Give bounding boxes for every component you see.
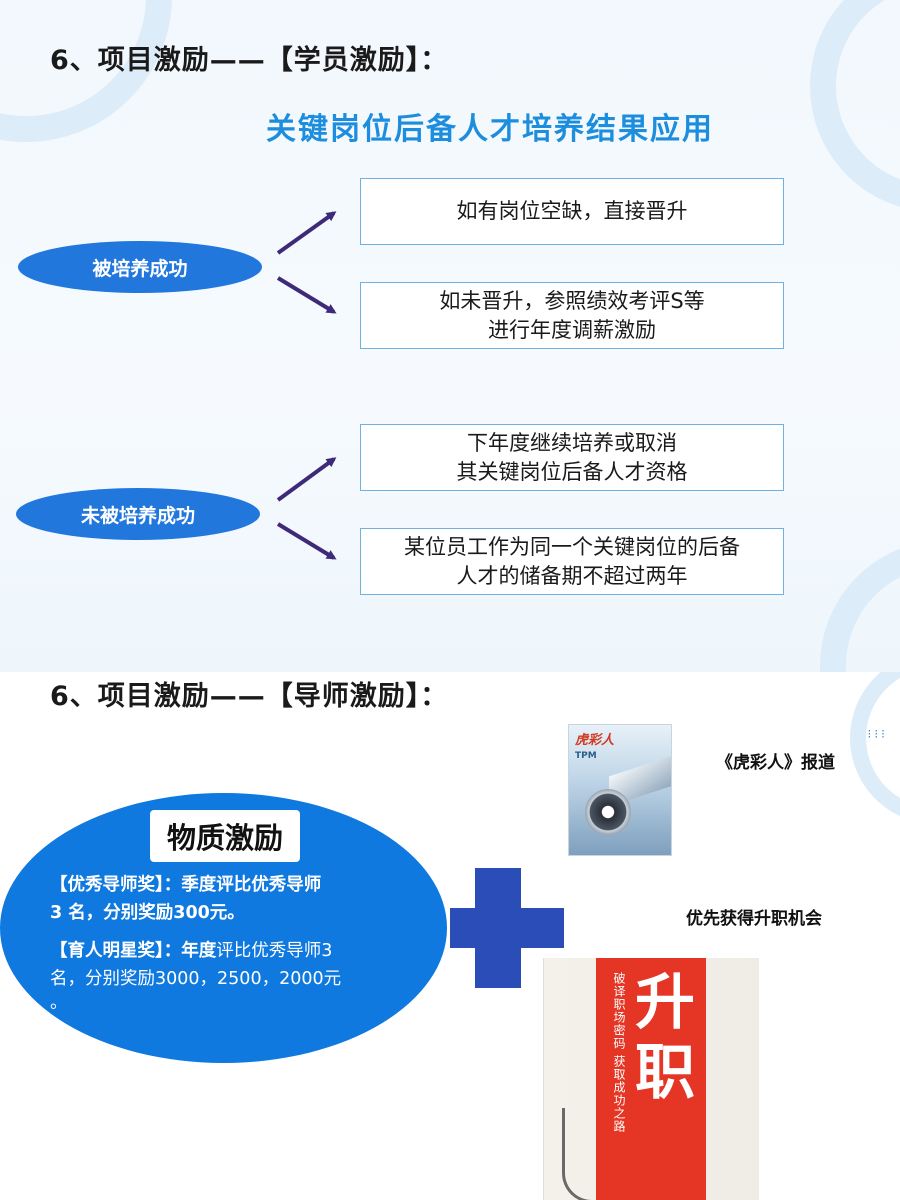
outcome-text: 人才的储备期不超过两年	[456, 563, 688, 588]
arrow-down	[276, 522, 337, 560]
award-excellent-mentor: 【优秀导师奖】：季度评比优秀导师	[50, 872, 321, 898]
outcome-box: 如未晋升，参照绩效考评S等 进行年度调薪激励	[360, 282, 784, 349]
outcome-text: 下年度继续培养或取消	[467, 430, 677, 455]
award-star-mentor-detail: 名，分别奖励3000，2500，2000元	[50, 966, 341, 992]
outcome-box: 下年度继续培养或取消 其关键岗位后备人才资格	[360, 424, 784, 491]
slide-trainee-incentive: 6、项目激励——【学员激励】： 关键岗位后备人才培养结果应用 被培养成功 未被培…	[0, 0, 900, 672]
success-oval: 被培养成功	[18, 241, 262, 293]
outcome-box: 如有岗位空缺，直接晋升	[360, 178, 784, 245]
arrow-up	[276, 211, 337, 255]
book-title: 升职	[635, 968, 695, 1108]
turbine-engine-shape	[585, 789, 631, 835]
outcome-text: 其关键岗位后备人才资格	[456, 459, 688, 484]
outcome-text: 如有岗位空缺，直接晋升	[456, 199, 688, 223]
award-detail: 。	[50, 993, 68, 1013]
magazine-subtitle: TPM	[575, 751, 597, 761]
dots-decoration: ⁝⁝⁝	[867, 727, 888, 741]
award-name: 【育人明星奖】：	[50, 941, 182, 961]
flow-arrows	[276, 211, 337, 560]
diagram-title: 关键岗位后备人才培养结果应用	[266, 112, 714, 147]
outcome-box: 某位员工作为同一个关键岗位的后备 人才的储备期不超过两年	[360, 528, 784, 595]
promotion-book-cover-image: 破译职场密码 获取成功之路 升职	[543, 958, 759, 1200]
award-star-mentor-end: 。	[50, 990, 68, 1016]
magazine-cover-image: 虎彩人 TPM	[568, 724, 672, 856]
promotion-caption: 优先获得升职机会	[686, 909, 822, 929]
arrow-up	[276, 457, 337, 502]
award-detail: 评比优秀导师3	[216, 941, 333, 961]
award-detail: 季度评比优秀导师	[181, 875, 322, 895]
award-star-mentor: 【育人明星奖】：年度评比优秀导师3	[50, 938, 332, 964]
award-name: 【优秀导师奖】：	[50, 875, 182, 895]
section-title: 6、项目激励——【学员激励】：	[50, 45, 449, 76]
magazine-title: 虎彩人	[575, 733, 615, 748]
outcome-text: 进行年度调薪激励	[488, 317, 656, 342]
award-detail: 名，分别奖励3000，2500，2000元	[50, 969, 342, 989]
book-side-text: 破译职场密码 获取成功之路	[612, 972, 626, 1133]
arrow-down	[276, 276, 337, 314]
failure-oval: 未被培养成功	[16, 488, 260, 540]
plus-icon	[450, 908, 564, 948]
magazine-caption: 《虎彩人》报道	[716, 753, 835, 773]
outcome-text: 某位员工作为同一个关键岗位的后备	[404, 534, 740, 559]
outcome-text: 如未晋升，参照绩效考评S等	[439, 288, 705, 313]
section-title: 6、项目激励——【导师激励】：	[50, 681, 449, 712]
slide-mentor-incentive: 6、项目激励——【导师激励】： ⁝⁝⁝ 物质激励 【优秀导师奖】：季度评比优秀导…	[0, 672, 900, 1200]
decorative-arc	[850, 672, 900, 824]
award-detail: 3 名，分别奖励300元。	[50, 903, 245, 923]
material-incentive-tag: 物质激励	[150, 810, 300, 862]
award-excellent-mentor-detail: 3 名，分别奖励300元。	[50, 900, 245, 926]
book-red-band	[596, 958, 706, 1200]
award-detail: 年度	[181, 941, 217, 961]
